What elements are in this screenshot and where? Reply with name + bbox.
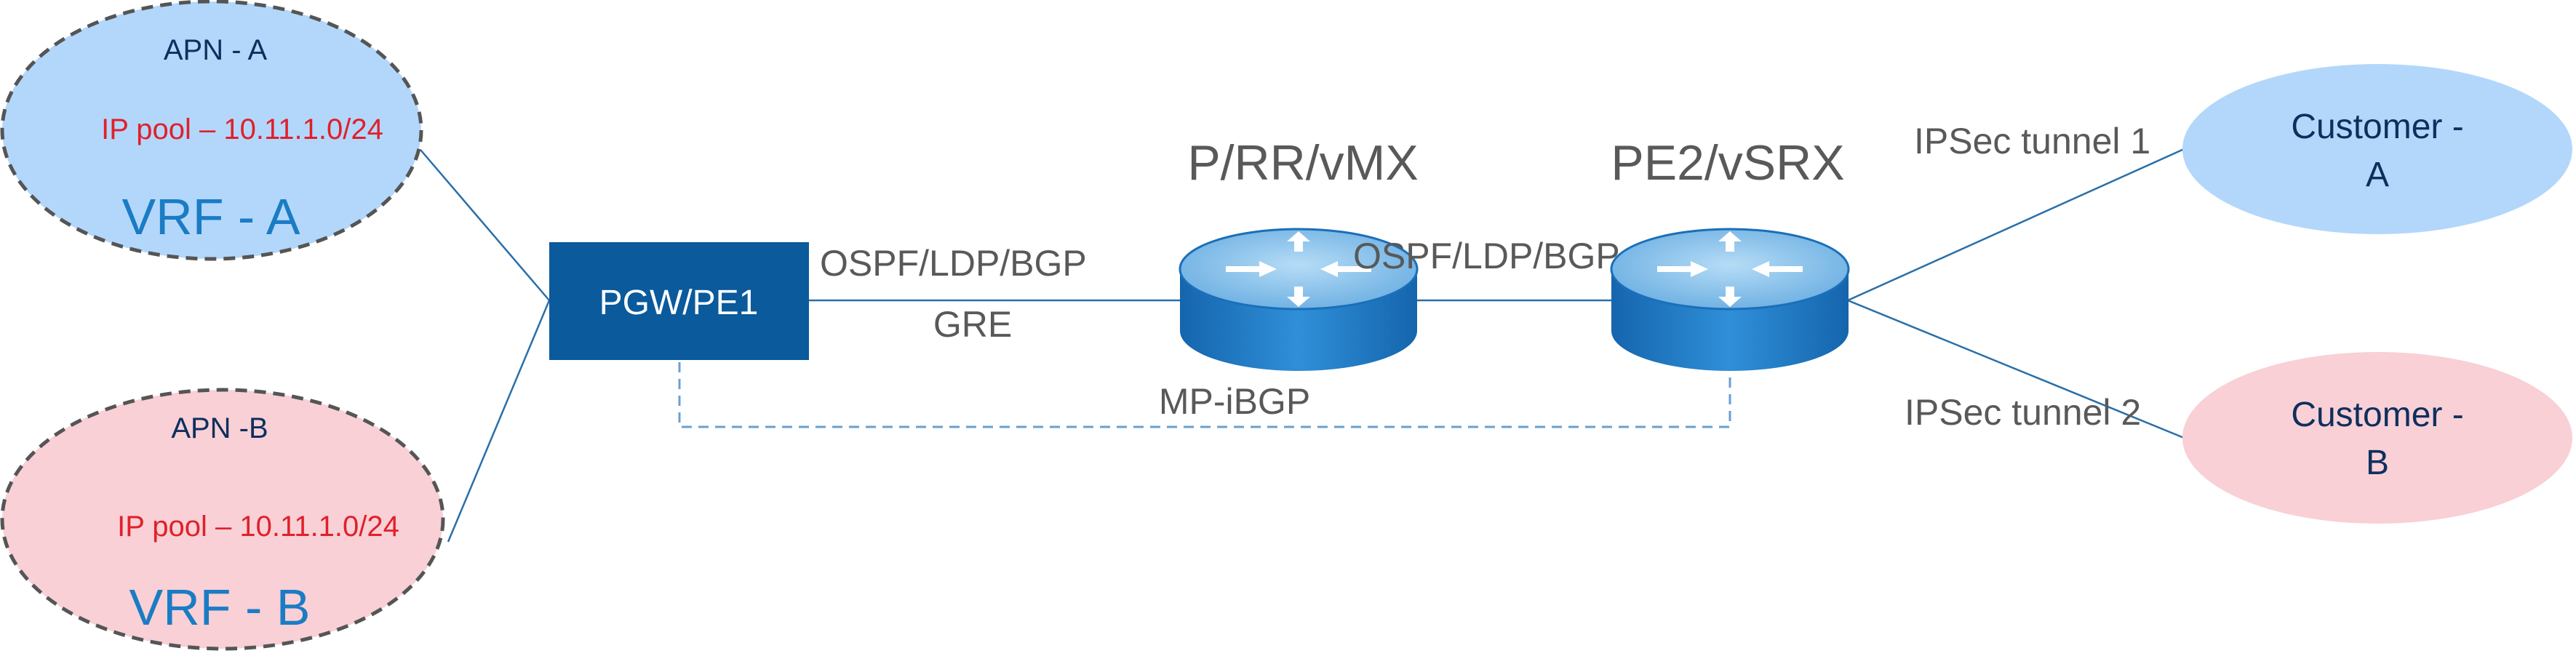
- vrf-a-ip-pool-label: IP pool – 10.11.1.0/24: [101, 113, 383, 145]
- pgw-pe1-label: PGW/PE1: [599, 284, 759, 322]
- mp-ibgp-dashed-link: [678, 362, 1731, 428]
- pgw-pe1-box[interactable]: [549, 242, 809, 360]
- vrf-a-vrf-label: VRF - A: [121, 188, 300, 245]
- ipsec-tunnel-1-label: IPSec tunnel 1: [1914, 121, 2150, 161]
- router-icon: [1610, 228, 1850, 371]
- link-ipsec-2: [1847, 299, 2185, 439]
- vrf-b-ip-pool-label: IP pool – 10.11.1.0/24: [117, 511, 399, 543]
- customer-a-label-line2: A: [2366, 156, 2389, 194]
- vrf-a-ellipse[interactable]: [0, 0, 423, 261]
- customer-a-label-line1: Customer -: [2291, 108, 2463, 146]
- link-ipsec-1: [1847, 148, 2185, 302]
- vrf-a-apn-label: APN - A: [164, 34, 268, 66]
- ipsec-tunnel-2-label: IPSec tunnel 2: [1905, 392, 2141, 433]
- pe1-p-protocols-label: OSPF/LDP/BGP: [820, 243, 1087, 284]
- customer-b-ellipse[interactable]: [2182, 352, 2572, 524]
- vrf-b-group: APN -B IP pool – 10.11.1.0/24 VRF - B: [0, 388, 445, 651]
- router-p-rr-vmx-label: P/RR/vMX: [1187, 135, 1418, 191]
- link-vrf-a-pgw: [420, 149, 550, 301]
- vrf-b-ellipse[interactable]: [0, 388, 445, 651]
- pgw-pe1-node[interactable]: PGW/PE1: [549, 242, 809, 360]
- links: [420, 148, 2185, 543]
- customer-a-ellipse[interactable]: [2182, 64, 2572, 234]
- customer-b-label-line1: Customer -: [2291, 396, 2463, 434]
- router-pe2-vsrx-label: PE2/vSRX: [1611, 135, 1844, 191]
- link-vrf-b-pgw: [447, 300, 551, 543]
- vrf-b-apn-label: APN -B: [171, 412, 268, 444]
- customer-a-node[interactable]: Customer - A: [2182, 64, 2572, 234]
- pe1-p-gre-label: GRE: [933, 304, 1012, 345]
- router-pe2-vsrx[interactable]: PE2/vSRX: [1610, 135, 1850, 371]
- vrf-a-group: APN - A IP pool – 10.11.1.0/24 VRF - A: [0, 0, 423, 261]
- customer-b-label-line2: B: [2366, 444, 2389, 482]
- router-p-rr-vmx[interactable]: P/RR/vMX: [1179, 135, 1419, 371]
- p-pe2-protocols-label: OSPF/LDP/BGP: [1353, 236, 1620, 276]
- mp-ibgp-label: MP-iBGP: [1159, 381, 1310, 422]
- router-icon: [1179, 228, 1419, 371]
- customer-b-node[interactable]: Customer - B: [2182, 352, 2572, 524]
- vrf-b-vrf-label: VRF - B: [129, 579, 311, 636]
